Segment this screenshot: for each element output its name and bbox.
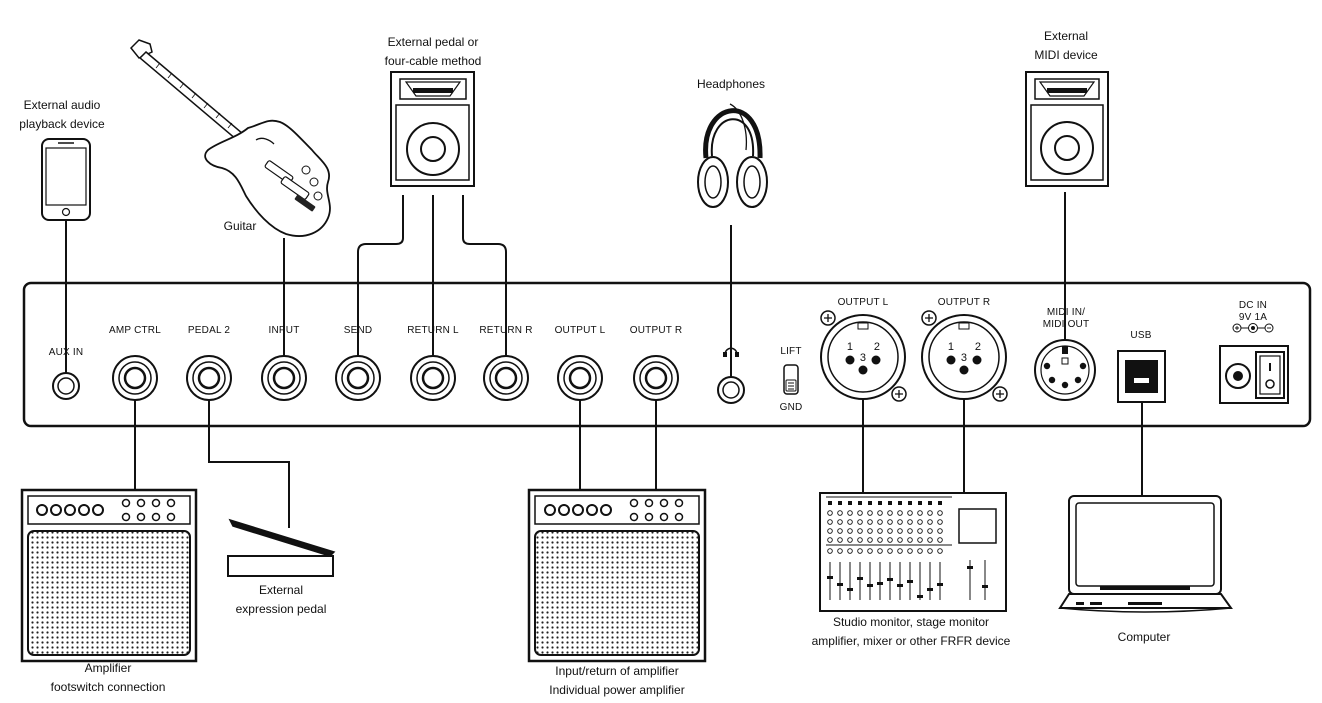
speaker-icon [390, 71, 475, 187]
audio-playback-label: External audio playback device [19, 98, 105, 131]
xlr-l-pin-1: 1 [846, 341, 854, 353]
xlr-l-pin-2: 2 [873, 341, 881, 353]
amp-ctrl-label: AMP CTRL [109, 325, 161, 336]
xlr-output-r-connector [921, 310, 1008, 402]
guitar-label: Guitar [223, 219, 257, 233]
amp-footswitch-label: Amplifier footswitch connection [50, 661, 166, 694]
midi-label: MIDI IN/ MIDI OUT [1042, 307, 1090, 330]
amplifier-icon [20, 488, 198, 663]
guitar-icon [129, 39, 331, 237]
input-jack [261, 355, 307, 401]
lift-label: LIFT [780, 346, 802, 357]
pedal-2-jack [186, 355, 232, 401]
panel-jacks [52, 355, 745, 404]
return-l-jack [410, 355, 456, 401]
send-jack [335, 355, 381, 401]
midi-device-label: External MIDI device [1034, 29, 1098, 62]
midi-speaker-icon [1025, 71, 1109, 187]
mixer-icon [819, 492, 1007, 612]
xlr-r-pin-1: 1 [947, 341, 955, 353]
output-r-jack [633, 355, 679, 401]
xlr-output-l-connector [820, 310, 907, 402]
dc-in-power-section [1219, 345, 1289, 404]
cables [65, 192, 1143, 528]
xlr-l-pin-3: 3 [859, 352, 867, 364]
computer-label: Computer [1117, 630, 1171, 644]
aux-in-label: AUX IN [48, 347, 84, 358]
headphones-symbol-icon [723, 347, 739, 357]
usb-b-connector [1117, 350, 1166, 403]
headphones-label: Headphones [696, 77, 766, 91]
return-r-label: RETURN R [479, 325, 533, 336]
output-l-label: OUTPUT L [554, 325, 606, 336]
ground-lift-switch [783, 364, 799, 395]
input-label: INPUT [268, 325, 300, 336]
smartphone-icon [41, 138, 91, 221]
laptop-icon [1058, 495, 1233, 613]
xlr-output-l-label: OUTPUT L [837, 297, 889, 308]
headphones-jack [717, 376, 745, 404]
headphones-icon [697, 103, 768, 208]
external-pedal-label: External pedal or four-cable method [384, 35, 482, 68]
send-label: SEND [343, 325, 373, 336]
pedal-2-label: PEDAL 2 [187, 325, 231, 336]
xlr-r-pin-2: 2 [974, 341, 982, 353]
xlr-output-r-label: OUTPUT R [937, 297, 991, 308]
return-r-jack [483, 355, 529, 401]
output-r-label: OUTPUT R [629, 325, 683, 336]
expression-pedal-label: External expression pedal [235, 583, 327, 616]
polarity-icon [1232, 323, 1274, 333]
frfr-label: Studio monitor, stage monitor amplifier,… [811, 615, 1011, 648]
output-l-jack [557, 355, 603, 401]
power-amp-label: Input/return of amplifier Individual pow… [549, 664, 685, 697]
xlr-r-pin-3: 3 [960, 352, 968, 364]
return-l-label: RETURN L [407, 325, 459, 336]
midi-din-connector [1034, 339, 1096, 401]
gnd-label: GND [779, 402, 803, 413]
aux-in-jack [52, 372, 80, 400]
dc-in-label: DC IN 9V 1A [1238, 300, 1268, 323]
expression-pedal-icon [227, 518, 336, 577]
amp-ctrl-jack [112, 355, 158, 401]
power-amplifier-icon [527, 488, 707, 663]
usb-label: USB [1130, 330, 1152, 341]
